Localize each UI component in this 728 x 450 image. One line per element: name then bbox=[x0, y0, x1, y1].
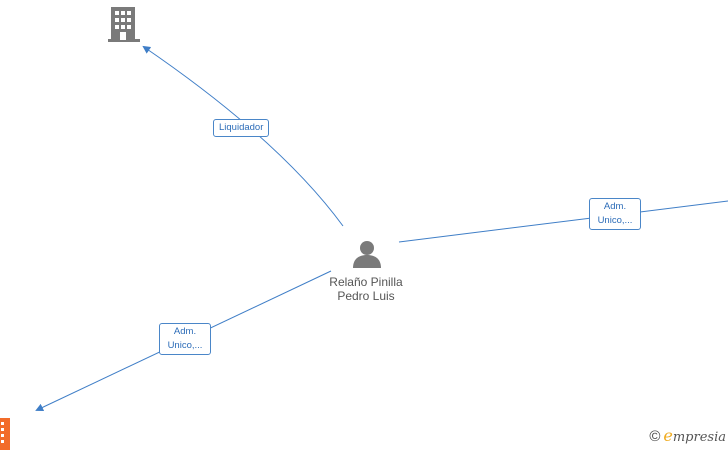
edge-label-adm-right[interactable]: Adm. Unico,... bbox=[589, 198, 641, 230]
person-name-label[interactable]: Relaño Pinilla Pedro Luis bbox=[329, 275, 403, 303]
person-icon[interactable] bbox=[352, 239, 382, 269]
edge-label-adm-left[interactable]: Adm. Unico,... bbox=[159, 323, 211, 355]
edge-adm-right bbox=[398, 200, 728, 243]
brand-name: mpresia bbox=[672, 430, 726, 445]
building-icon-highlighted[interactable] bbox=[0, 418, 12, 450]
building-icon[interactable] bbox=[108, 7, 140, 43]
edge-liquidador bbox=[142, 45, 344, 227]
copyright-symbol: © bbox=[649, 428, 661, 445]
edge-label-liquidador[interactable]: Liquidador bbox=[213, 119, 270, 137]
brand-e-logo: e bbox=[663, 426, 673, 445]
brand-watermark: ©empresia bbox=[649, 426, 726, 445]
